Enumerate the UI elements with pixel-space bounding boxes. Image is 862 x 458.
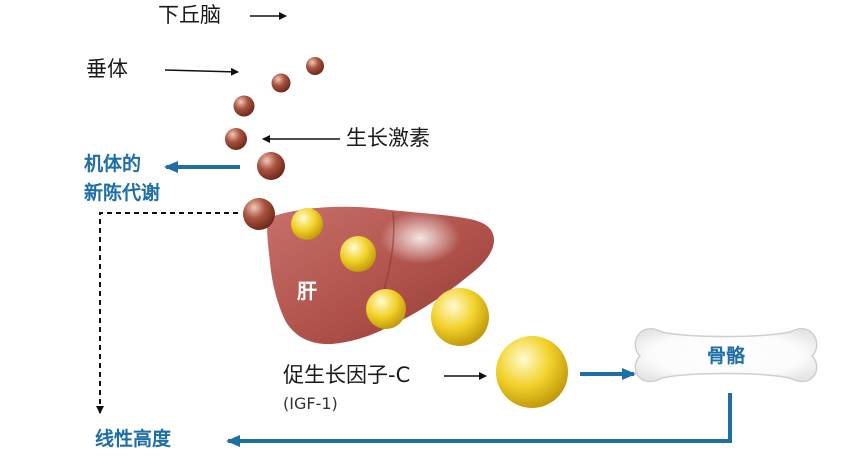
bone-to-height-arrow bbox=[226, 393, 732, 447]
liver-label: 肝 bbox=[297, 279, 317, 303]
igf-particle bbox=[496, 336, 568, 408]
hormone-particle bbox=[257, 152, 285, 180]
metabolism-label-line2: 新陈代谢 bbox=[84, 182, 161, 204]
dashed-path-to-height bbox=[96, 212, 238, 414]
black-arrows bbox=[164, 12, 487, 380]
hormone-particle bbox=[225, 128, 247, 150]
igf-abbreviation-label: (IGF-1) bbox=[283, 394, 338, 413]
hormone-particle bbox=[271, 73, 291, 93]
igf-particle bbox=[340, 236, 376, 272]
linear-height-label: 线性高度 bbox=[95, 428, 172, 450]
igf-particle bbox=[431, 288, 489, 346]
pituitary-arrow bbox=[164, 67, 239, 76]
igf-particle bbox=[291, 208, 323, 240]
igf-name-label: 促生长因子-C bbox=[283, 363, 411, 387]
hormone-particle bbox=[233, 95, 255, 117]
hormone-particle bbox=[306, 57, 324, 75]
liver-shape bbox=[267, 206, 495, 345]
pituitary-label: 垂体 bbox=[86, 57, 128, 81]
igf-particles bbox=[291, 208, 568, 408]
bone-label: 骨骼 bbox=[707, 345, 746, 367]
blue-arrows bbox=[164, 161, 732, 447]
growth-hormone-particles bbox=[225, 57, 324, 230]
hormone-particle bbox=[243, 198, 275, 230]
growth-hormone-label: 生长激素 bbox=[346, 126, 430, 150]
bone-shape bbox=[634, 328, 818, 383]
metabolism-label-line1: 机体的 bbox=[84, 153, 142, 175]
igf-particle bbox=[366, 289, 406, 329]
hypothalamus-label: 下丘脑 bbox=[158, 3, 221, 27]
